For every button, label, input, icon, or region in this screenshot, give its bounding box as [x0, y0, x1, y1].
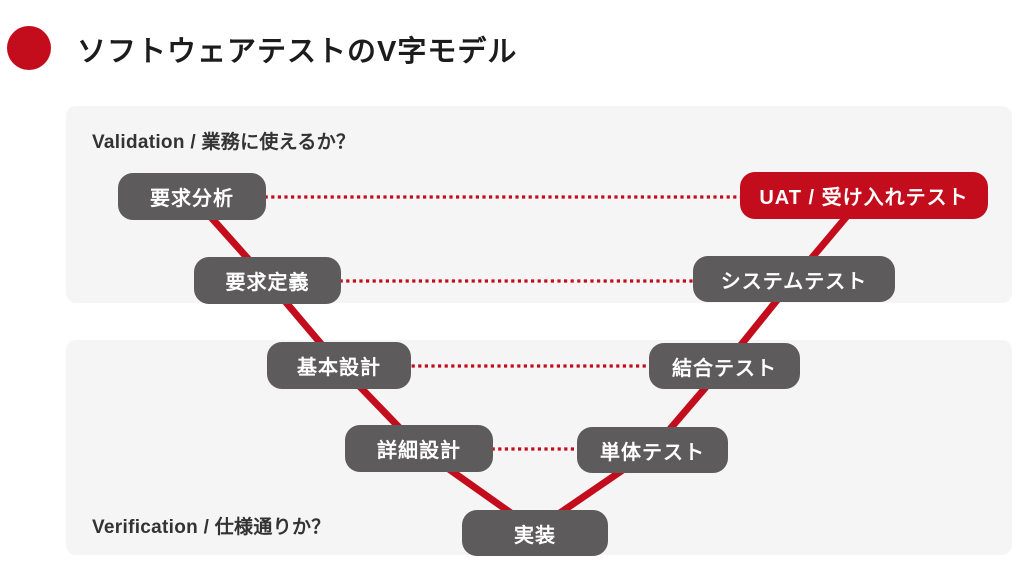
node-unit-test: 単体テスト [577, 427, 728, 473]
node-basic-design-label: 基本設計 [297, 357, 381, 379]
node-req-definition-label: 要求定義 [225, 272, 310, 294]
node-system-test-label: システムテスト [720, 270, 868, 293]
node-implementation: 実装 [462, 510, 608, 556]
node-system-test: システムテスト [693, 256, 895, 302]
brand-dot-icon [7, 26, 51, 70]
node-detail-design: 詳細設計 [345, 425, 493, 472]
node-integration-test-label: 結合テスト [672, 357, 777, 380]
page-title: ソフトウェアテストのV字モデル [77, 36, 518, 68]
validation-label: Validation / 業務に使えるか？ [92, 132, 356, 153]
verification-label: Verification / 仕様通りか？ [92, 517, 331, 538]
node-implementation-label: 実装 [514, 524, 556, 547]
node-req-definition: 要求定義 [194, 257, 341, 304]
node-integration-test: 結合テスト [649, 343, 800, 389]
node-req-analysis: 要求分析 [118, 173, 266, 220]
node-req-analysis-label: 要求分析 [150, 188, 234, 210]
node-detail-design-label: 詳細設計 [377, 440, 461, 462]
node-basic-design: 基本設計 [267, 342, 411, 389]
node-unit-test-label: 単体テスト [600, 441, 705, 464]
node-uat-label: UAT / 受け入れテスト [759, 187, 969, 209]
node-uat: UAT / 受け入れテスト [740, 172, 988, 219]
